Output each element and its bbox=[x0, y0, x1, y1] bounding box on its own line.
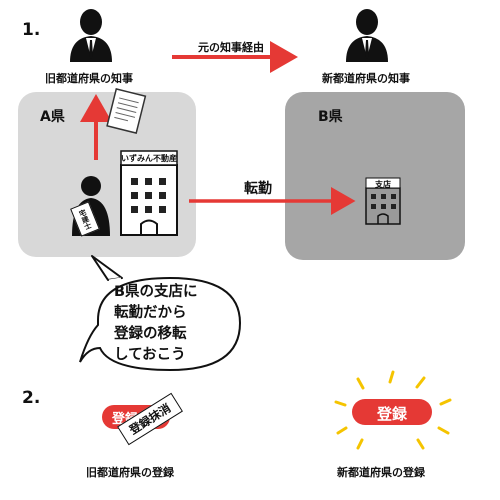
new-governor-icon bbox=[346, 9, 388, 62]
speech-bubble bbox=[79, 255, 242, 372]
new-registration-stamp bbox=[352, 399, 432, 425]
step-1-number: 1. bbox=[22, 20, 41, 40]
speech-line: B県の支店に bbox=[114, 284, 198, 300]
new-stamp-label: 登録 bbox=[376, 405, 407, 423]
realtor-badge-label: 宅建士 bbox=[77, 207, 93, 231]
speech-line: 登録の移転 bbox=[114, 326, 187, 342]
main-office-building-icon bbox=[120, 164, 178, 236]
main-office-sign: いずみん不動産 bbox=[121, 154, 177, 163]
prefecture-a-label: A県 bbox=[40, 109, 65, 125]
governor-transfer-label: 元の知事経由 bbox=[198, 41, 264, 54]
transfer-label: 転勤 bbox=[244, 181, 272, 197]
branch-sign: 支店 bbox=[375, 180, 391, 189]
speech-line: 転勤だから bbox=[114, 305, 187, 321]
sparkle-icon bbox=[334, 370, 452, 450]
document-icon bbox=[106, 88, 147, 135]
step-2-number: 2. bbox=[22, 388, 41, 408]
old-governor-caption: 旧都道府県の知事 bbox=[45, 72, 133, 85]
speech-bubble-text: B県の支店に 転勤だから 登録の移転 しておこう bbox=[114, 282, 198, 366]
prefecture-b-box bbox=[285, 92, 465, 260]
old-registration-caption: 旧都道府県の登録 bbox=[86, 466, 174, 479]
new-governor-caption: 新都道府県の知事 bbox=[322, 72, 410, 85]
old-governor-icon bbox=[70, 9, 112, 62]
branch-building-icon bbox=[365, 187, 401, 225]
speech-line: しておこう bbox=[114, 347, 186, 363]
prefecture-b-label: B県 bbox=[318, 109, 343, 125]
new-registration-caption: 新都道府県の登録 bbox=[337, 466, 425, 479]
